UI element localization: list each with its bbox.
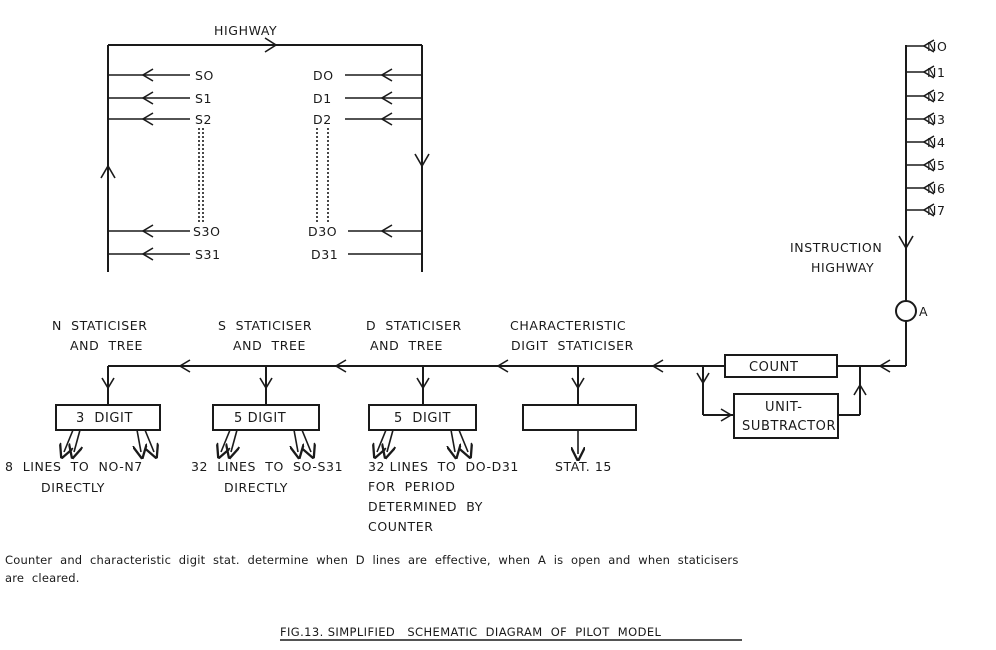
c-staticiser-title: CHARACTERISTIC xyxy=(510,318,626,333)
s-line-label: S31 xyxy=(195,247,221,262)
footnote-line: are cleared. xyxy=(5,571,80,585)
s-line-label: SO xyxy=(195,68,214,83)
highway-left-arrow xyxy=(100,164,116,179)
d-digit-box xyxy=(368,404,477,431)
n-line-label: N6 xyxy=(927,181,946,196)
count-label: COUNT xyxy=(749,360,799,375)
n-line-label: N5 xyxy=(927,158,946,173)
s-digit-box xyxy=(212,404,320,431)
n-output-label: DIRECTLY xyxy=(41,480,105,495)
n-line-label: N7 xyxy=(927,203,946,218)
d-output-label: FOR PERIOD xyxy=(368,479,456,494)
unit-subtractor-box xyxy=(733,393,839,439)
d-line-label: DO xyxy=(313,68,334,83)
n-line-label: N1 xyxy=(927,65,946,80)
d-line-label: D31 xyxy=(311,247,338,262)
n-line-label: NO xyxy=(927,39,947,54)
n-line-label: N3 xyxy=(927,112,946,127)
s-digit-label: 5 DIGIT xyxy=(234,411,286,426)
unit-subtractor-label: SUBTRACTOR xyxy=(742,419,836,434)
staticiser-titles: N STATICISER AND TREE S STATICISER AND T… xyxy=(52,318,634,353)
footnote: Counter and characteristic digit stat. d… xyxy=(5,553,739,585)
d-staticiser-title: D STATICISER xyxy=(366,318,462,333)
d-output-label: DETERMINED BY xyxy=(368,499,483,514)
instruction-highway-label: HIGHWAY xyxy=(811,260,874,275)
d-line-label: D2 xyxy=(313,112,332,127)
gate-a-circle xyxy=(895,300,917,322)
s-output-label: DIRECTLY xyxy=(224,480,288,495)
instruction-highway-arrow xyxy=(898,235,914,250)
n-staticiser-title: AND TREE xyxy=(70,338,143,353)
n-line-group: NO N1 N2 N3 N4 N5 N6 N7 xyxy=(906,39,947,218)
staticiser-boxes: 3 DIGIT 5 DIGIT 5 DIGIT xyxy=(55,404,637,431)
s-line-label: S1 xyxy=(195,91,212,106)
d-line-label: D1 xyxy=(313,91,332,106)
fanout-arrows xyxy=(64,429,578,454)
output-labels: 8 LINES TO NO-N7 DIRECTLY 32 LINES TO SO… xyxy=(5,459,612,534)
characteristic-digit-box xyxy=(522,404,637,431)
n-line-label: N2 xyxy=(927,89,946,104)
s-line-group: SO S1 S2 S3O S31 xyxy=(108,68,221,262)
n-output-label: 8 LINES TO NO-N7 xyxy=(5,459,143,474)
highway-block: HIGHWAY SO S1 S2 S3O S31 xyxy=(100,23,430,272)
d-output-label: 32 LINES TO DO-D31 xyxy=(368,459,519,474)
unit-subtractor-label: UNIT- xyxy=(765,400,803,415)
d-digit-label: 5 DIGIT xyxy=(394,411,451,426)
figure-caption: FIG.13. SIMPLIFIED SCHEMATIC DIAGRAM OF … xyxy=(280,625,661,639)
n-staticiser-title: N STATICISER xyxy=(52,318,148,333)
n-line-block: NO N1 N2 N3 N4 N5 N6 N7 INSTRUCTION HIGH… xyxy=(790,39,947,366)
main-bus: COUNT UNIT- SUBTRACTOR xyxy=(108,354,906,439)
highway-label: HIGHWAY xyxy=(214,23,277,38)
s-line-label: S3O xyxy=(193,224,221,239)
s-line-label: S2 xyxy=(195,112,212,127)
c-staticiser-title: DIGIT STATICISER xyxy=(511,338,634,353)
footnote-line: Counter and characteristic digit stat. d… xyxy=(5,553,739,567)
n-digit-label: 3 DIGIT xyxy=(76,411,133,426)
s-staticiser-title: AND TREE xyxy=(233,338,306,353)
n-digit-box xyxy=(55,404,161,431)
n-line-label: N4 xyxy=(927,135,946,150)
highway-arrow-head xyxy=(264,37,278,53)
d-line-label: D3O xyxy=(308,224,337,239)
s-output-label: 32 LINES TO SO-S31 xyxy=(191,459,343,474)
count-box xyxy=(724,354,838,378)
c-output-label: STAT. 15 xyxy=(555,459,612,474)
staticiser-drops xyxy=(101,366,585,405)
highway-right-arrow xyxy=(414,153,430,168)
instruction-highway-label: INSTRUCTION xyxy=(790,240,882,255)
s-staticiser-title: S STATICISER xyxy=(218,318,312,333)
d-line-group: DO D1 D2 D3O D31 xyxy=(308,68,422,262)
d-staticiser-title: AND TREE xyxy=(370,338,443,353)
d-output-label: COUNTER xyxy=(368,519,434,534)
gate-a-label: A xyxy=(919,304,928,319)
